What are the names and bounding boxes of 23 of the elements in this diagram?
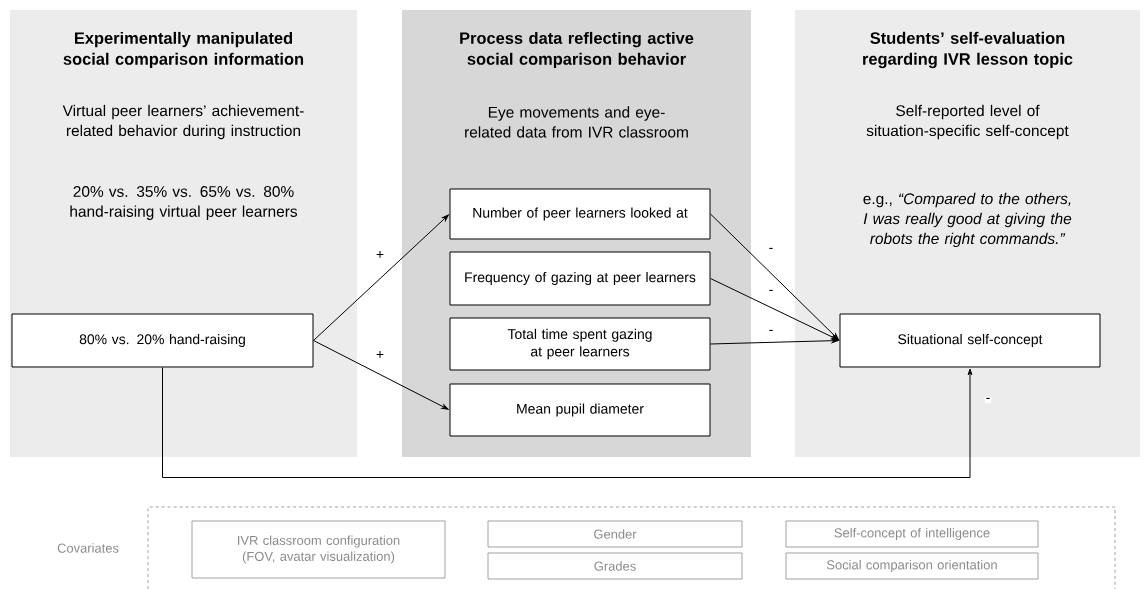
variable-box: 80% vs. 20% hand-raising: [11, 313, 314, 368]
edge-label: +: [374, 249, 386, 260]
variable-box: Mean pupil diameter: [449, 383, 711, 437]
arrow: [313, 214, 449, 341]
arrow: [710, 213, 839, 340]
variable-box: Number of peer learners looked at: [449, 188, 711, 240]
covariate-box: Self-concept of intelligence: [785, 520, 1039, 548]
edge-label: -: [767, 328, 775, 336]
arrow: [710, 278, 839, 341]
covariate-box: Gender: [487, 520, 743, 548]
covariate-box: Social comparison orientation: [785, 552, 1039, 580]
edge-label: +: [374, 349, 386, 360]
variable-box: Total time spent gazing at peer learners: [449, 317, 711, 371]
variable-box: Frequency of gazing at peer learners: [449, 251, 711, 306]
covariate-box: Grades: [487, 552, 743, 580]
arrow: [162, 367, 973, 478]
edge-label: -: [984, 396, 992, 404]
arrow: [710, 338, 839, 345]
covariate-box: IVR classroom configuration (FOV, avatar visualization): [191, 520, 446, 579]
edge-label: -: [767, 288, 775, 296]
edge-label: -: [767, 246, 775, 254]
arrow: [313, 340, 449, 410]
variable-box: Situational self-concept: [839, 313, 1101, 368]
